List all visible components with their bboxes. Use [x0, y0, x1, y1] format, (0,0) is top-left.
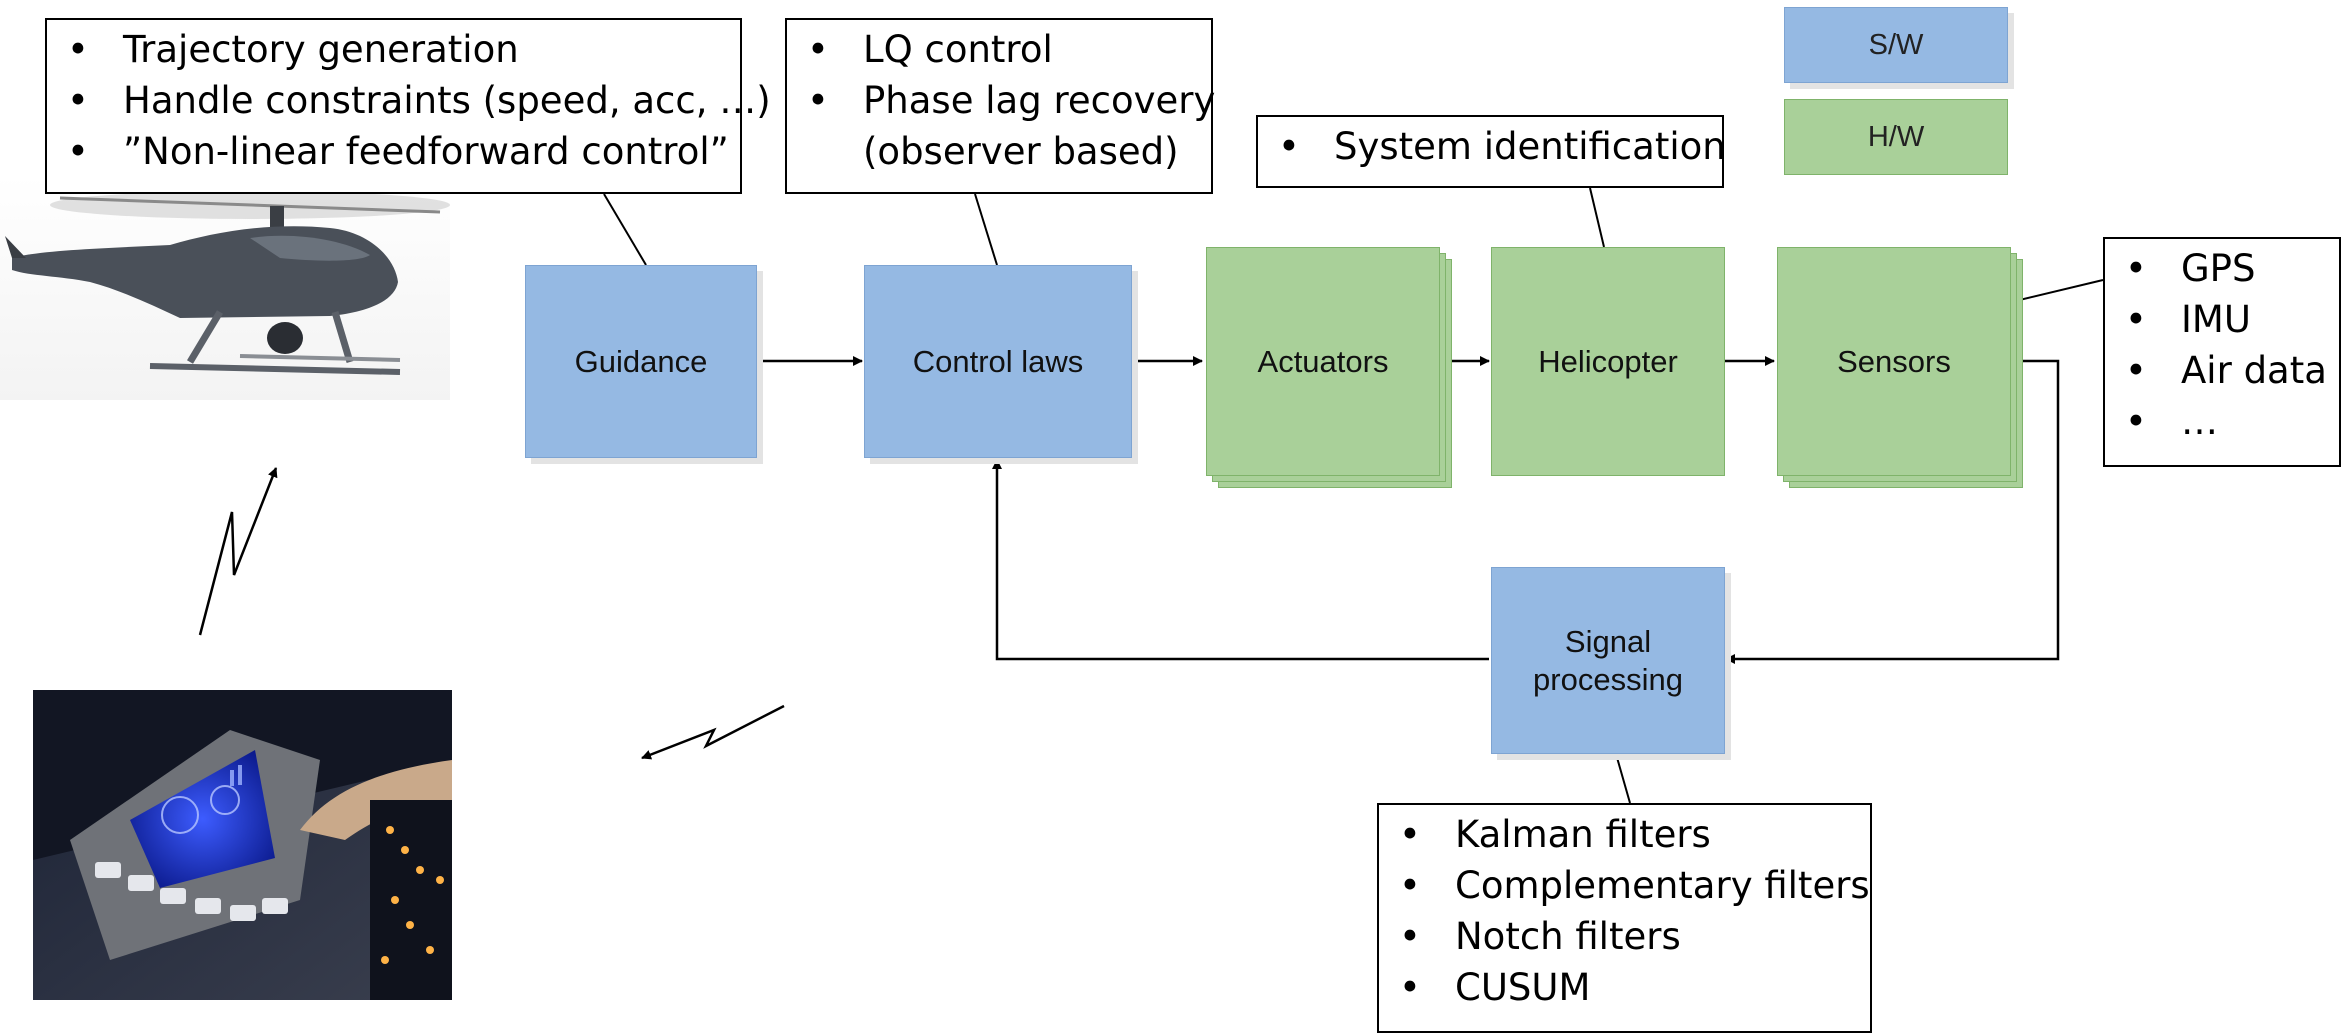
signal-processing-note: Kalman filters Complementary filters Not… — [1377, 803, 1872, 1033]
sensors-block[interactable]: Sensors — [1777, 247, 2011, 476]
signal-processing-label-line2: processing — [1533, 661, 1683, 697]
flow-arrows — [757, 356, 2060, 664]
note-item: Handle constraints (speed, acc, …) — [57, 75, 771, 126]
note-item: Kalman filters — [1389, 809, 1856, 860]
note-item: Notch filters — [1389, 911, 1856, 962]
helicopter-photo — [0, 175, 450, 400]
note-item: Trajectory generation — [57, 24, 726, 75]
helicopter-note: System identification — [1256, 115, 1726, 188]
legend-sw: S/W — [1784, 7, 2008, 83]
note-item: ”Non-linear feedforward control” — [57, 126, 729, 177]
note-item: Phase lag recovery — [797, 75, 1215, 126]
guidance-block[interactable]: Guidance — [525, 265, 757, 458]
note-item: … — [2115, 396, 2325, 447]
downlink-arrow — [641, 704, 785, 760]
control-laws-note: LQ control Phase lag recovery (observer … — [785, 18, 1215, 194]
note-item: Air data — [2115, 345, 2327, 396]
note-item: IMU — [2115, 294, 2325, 345]
helicopter-block[interactable]: Helicopter — [1491, 247, 1725, 476]
note-item: CUSUM — [1389, 962, 1856, 1013]
note-item: LQ control — [797, 24, 1197, 75]
signal-processing-label-line1: Signal — [1564, 623, 1652, 659]
ground-station-photo — [33, 690, 452, 1000]
note-item: GPS — [2115, 243, 2325, 294]
guidance-note: Trajectory generation Handle constraints… — [45, 18, 771, 194]
legend-hw: H/W — [1784, 99, 2008, 175]
note-item-continuation: (observer based) — [863, 130, 1179, 173]
sensors-note: GPS IMU Air data … — [2103, 237, 2341, 467]
note-item: Complementary filters — [1389, 860, 1870, 911]
callout-lines — [603, 187, 2104, 804]
signal-processing-block[interactable]: Signal processing — [1491, 567, 1725, 754]
actuators-block[interactable]: Actuators — [1206, 247, 1440, 476]
note-item: System identification — [1268, 121, 1726, 172]
control-laws-block[interactable]: Control laws — [864, 265, 1132, 458]
uplink-arrow — [198, 467, 278, 636]
